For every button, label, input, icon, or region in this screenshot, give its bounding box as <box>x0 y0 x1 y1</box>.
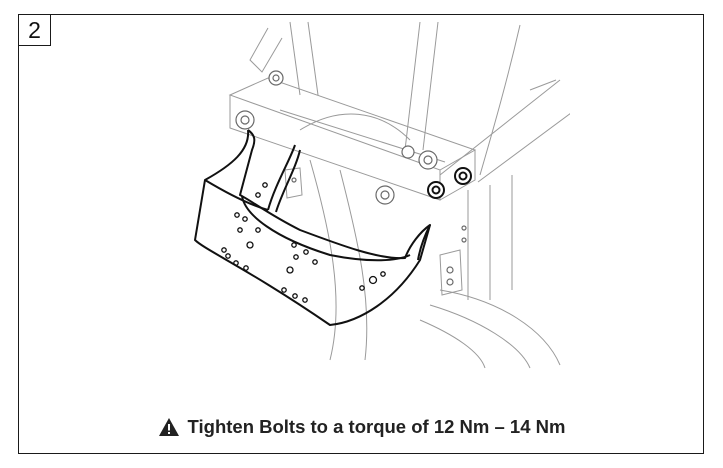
bracket-assembly-illustration <box>194 21 570 369</box>
step-number: 2 <box>28 16 41 43</box>
warning-triangle-icon <box>158 418 179 436</box>
step-number-badge: 2 <box>18 14 51 46</box>
instruction-panel <box>18 14 704 454</box>
torque-instruction-text: Tighten Bolts to a torque of 12 Nm – 14 … <box>187 416 566 437</box>
torque-instruction: Tighten Bolts to a torque of 12 Nm – 14 … <box>0 416 723 438</box>
